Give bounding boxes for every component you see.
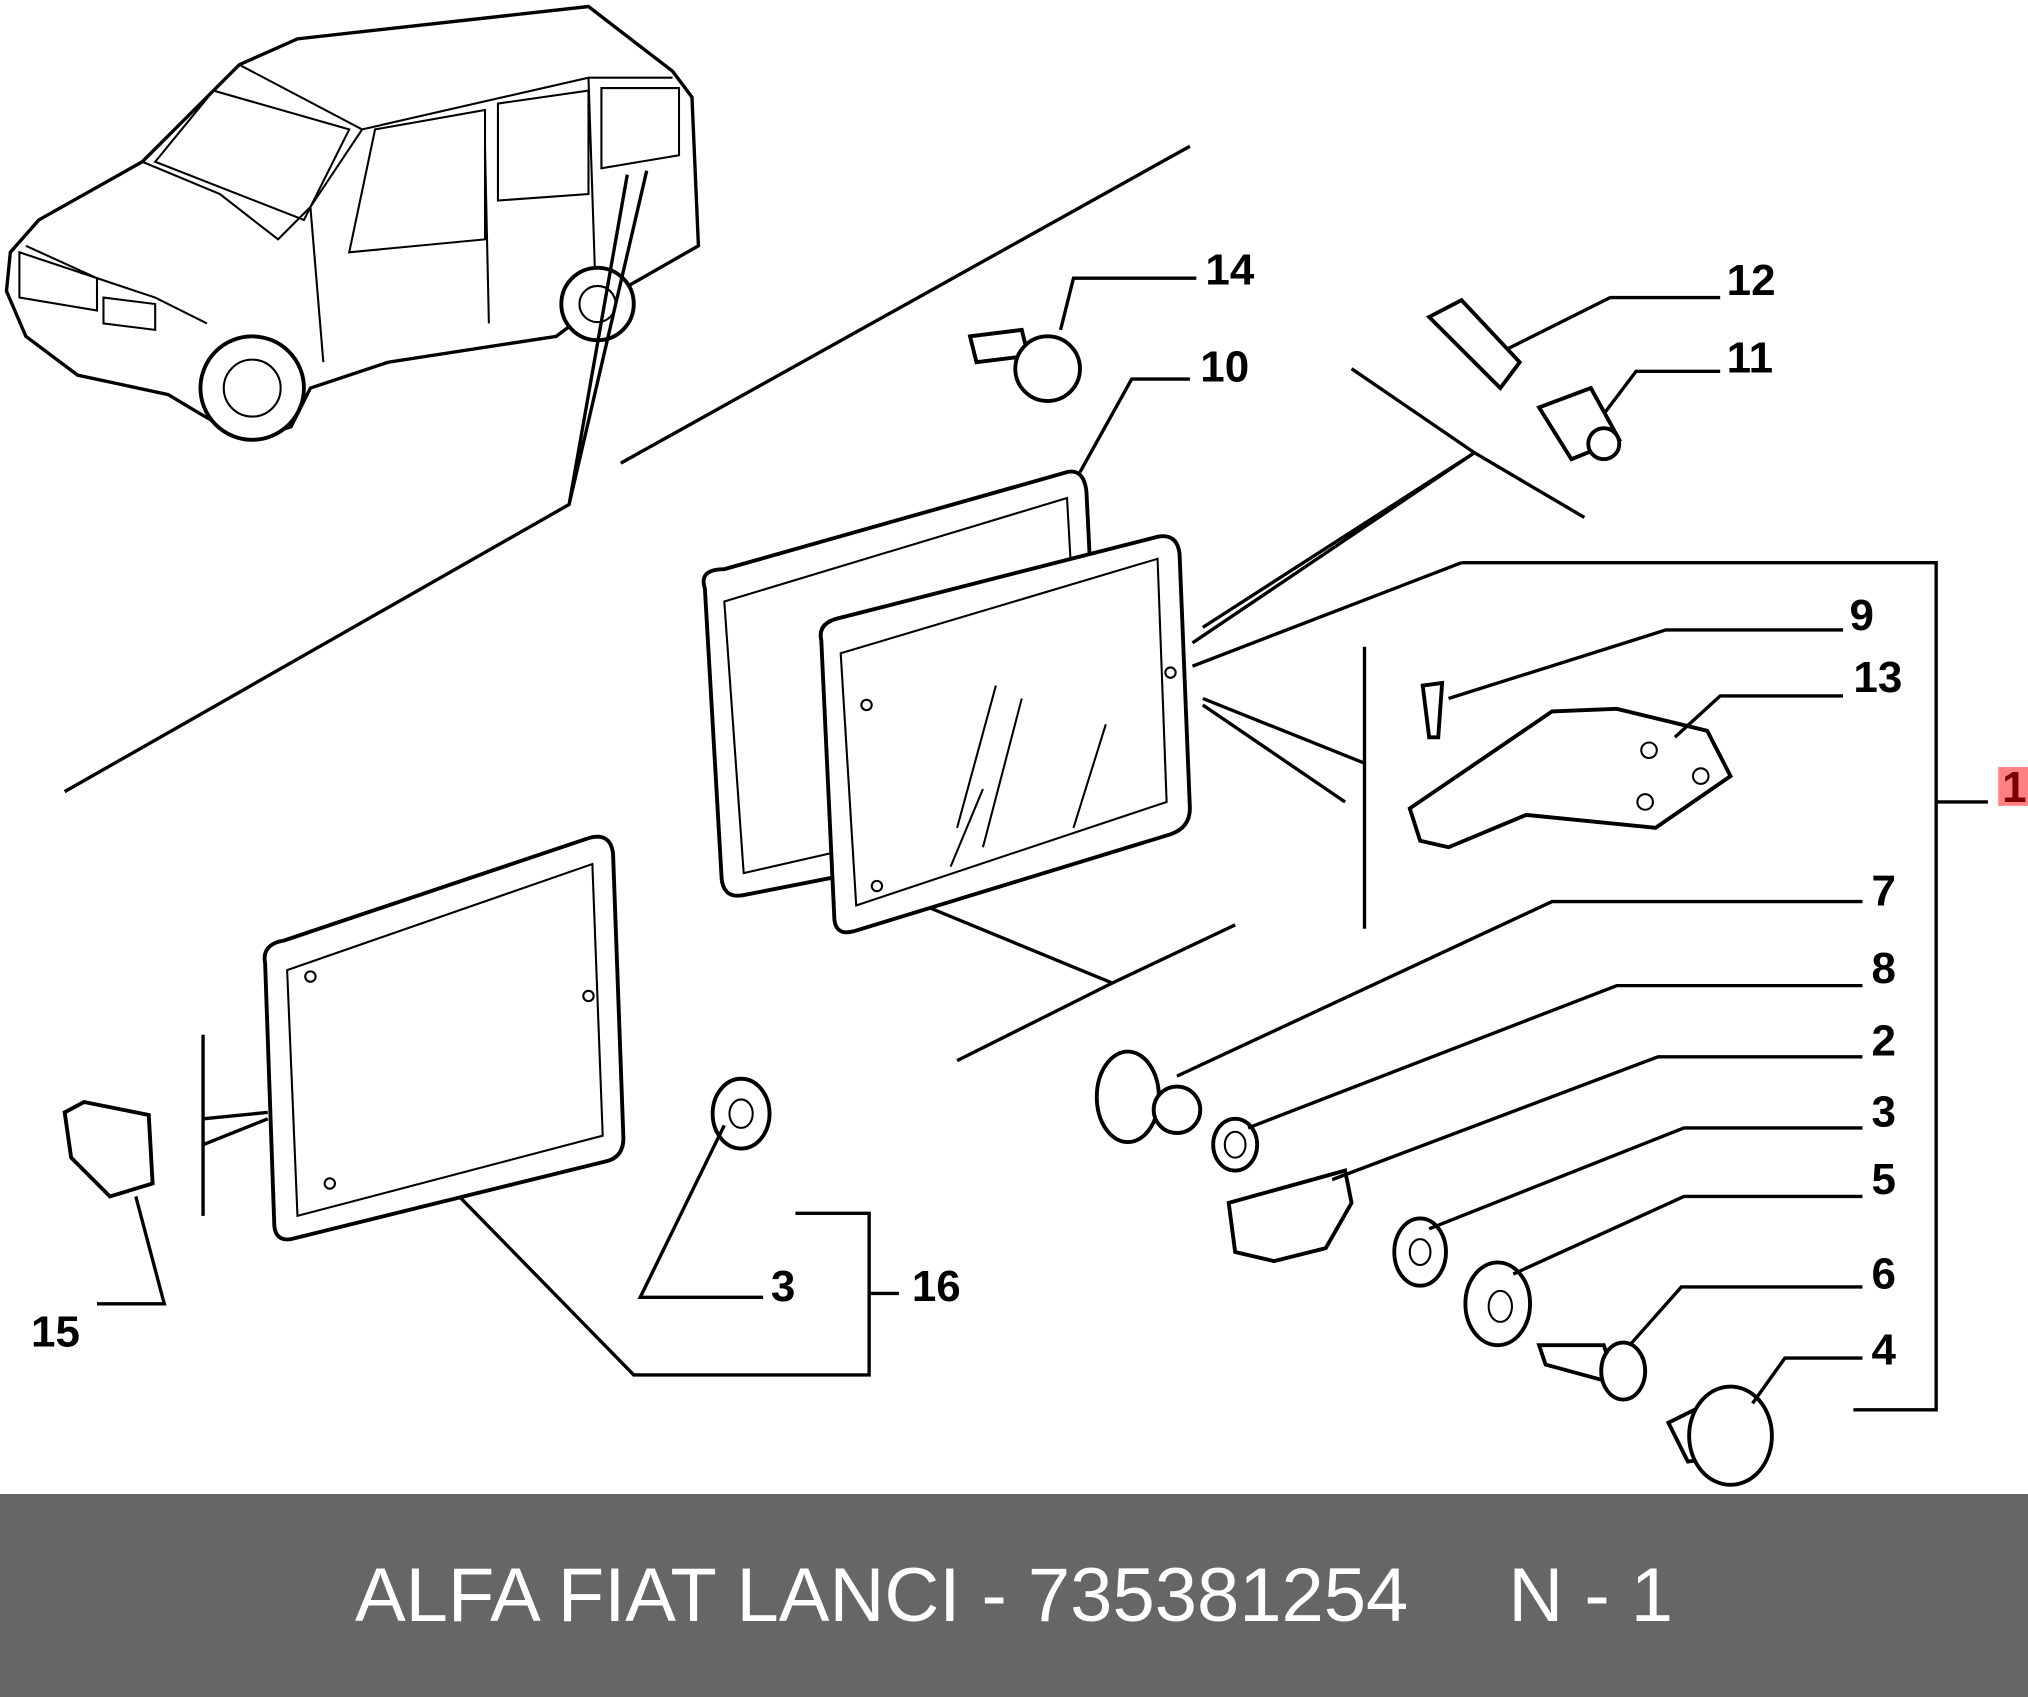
window-glass [818, 534, 1192, 935]
callout-4: 4 [1872, 1326, 1897, 1375]
footer-bar: ALFA FIAT LANCI - 735381254 N - 1 [0, 1494, 2028, 1697]
callout-3: 3 [1872, 1088, 1896, 1137]
leader-lines [97, 276, 1988, 1412]
callout-1: 1 [2002, 763, 2026, 812]
callout-15: 15 [31, 1307, 80, 1356]
page-indicator: N - 1 [1508, 1553, 1674, 1638]
highlight-marker [1998, 767, 2028, 806]
callout-11: 11 [1727, 334, 1773, 383]
callout-16: 16 [912, 1262, 961, 1311]
parts-diagram: 14 10 12 11 9 13 1 7 8 2 3 5 6 4 3 16 15 [4, 4, 2028, 1487]
callout-2: 2 [1872, 1016, 1896, 1065]
callout-14: 14 [1205, 246, 1254, 295]
construction-lines [63, 144, 1586, 1216]
small-parts [62, 297, 1774, 1487]
callout-5: 5 [1872, 1155, 1896, 1204]
part-reference: ALFA FIAT LANCI - 735381254 [354, 1553, 1409, 1638]
callout-labels: 14 10 12 11 9 13 1 7 8 2 3 5 6 4 3 16 15 [31, 246, 2028, 1375]
callout-9: 9 [1850, 591, 1874, 640]
side-window-16 [262, 834, 626, 1242]
callout-6: 6 [1872, 1249, 1896, 1298]
callout-8: 8 [1872, 944, 1896, 993]
callout-7: 7 [1872, 866, 1896, 915]
callout-13: 13 [1853, 653, 1902, 702]
callout-12: 12 [1727, 256, 1776, 305]
callout-3-lower: 3 [771, 1262, 795, 1311]
van-illustration [4, 4, 701, 442]
callout-10: 10 [1200, 343, 1249, 392]
